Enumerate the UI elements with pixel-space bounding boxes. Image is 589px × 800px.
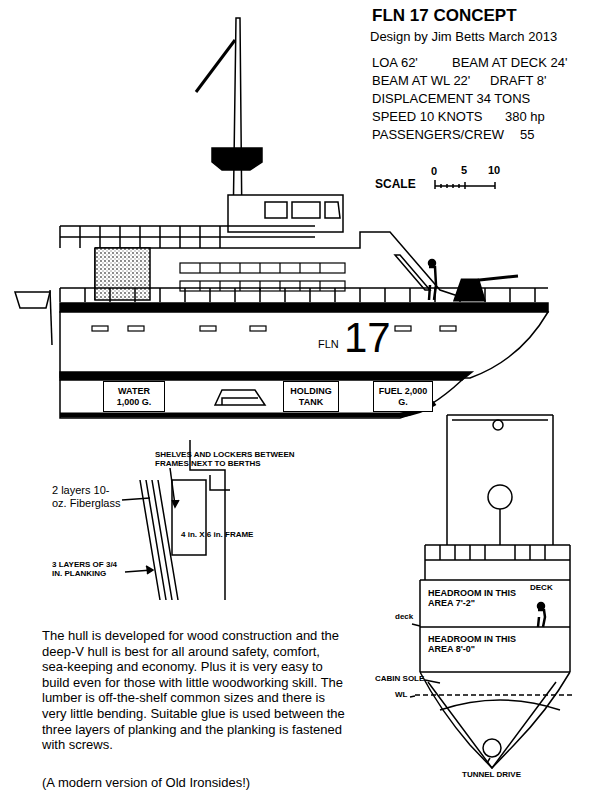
designer-credit: Design by Jim Betts March 2013	[370, 30, 557, 45]
scale-number: 10	[488, 164, 500, 177]
tank-label: WATER 1,000 G.	[106, 386, 162, 407]
spec: PASSENGERS/CREW	[372, 128, 504, 143]
title: FLN 17 CONCEPT	[372, 6, 517, 26]
tank-box: FUEL 2,000 G.	[373, 381, 433, 412]
spec: DISPLACEMENT 34 TONS	[372, 92, 530, 107]
note: (A modern version of Old Ironsides!)	[42, 776, 250, 791]
scale-label: SCALE	[375, 178, 416, 192]
section-label: TUNNEL DRIVE	[462, 770, 521, 779]
callout-note: SHELVES AND LOCKERS BETWEEN FRAMES NEXT …	[155, 450, 315, 468]
scale-number: 0	[431, 165, 437, 178]
callout-note: 3 LAYERS OF 3/4 IN. PLANKING	[52, 560, 127, 578]
spec: LOA 62'	[372, 56, 418, 71]
spec: 55	[520, 128, 534, 143]
description-paragraph: The hull is developed for wood construct…	[42, 628, 347, 753]
scale-number: 5	[461, 164, 467, 177]
section-label: DECK	[530, 583, 553, 592]
hull-number: 17	[344, 314, 391, 362]
spec: SPEED 10 KNOTS	[372, 110, 483, 125]
section-label: deck	[395, 612, 413, 621]
tank-box: HOLDING TANK	[283, 381, 339, 412]
section-label: CABIN SOLE	[375, 674, 424, 683]
area-note: HEADROOM IN THIS AREA 8'-0"	[428, 634, 523, 655]
callout-note: 2 layers 10-oz. Fiberglass	[52, 484, 122, 509]
area-note: HEADROOM IN THIS AREA 7'-2"	[428, 588, 523, 609]
tank-label: FUEL 2,000 G.	[376, 386, 430, 407]
spec: BEAM AT WL 22'	[372, 74, 470, 89]
section-label: WL	[395, 690, 407, 699]
tank-label: HOLDING TANK	[286, 386, 336, 407]
spec: BEAM AT DECK 24'	[452, 56, 567, 71]
spec: DRAFT 8'	[490, 74, 546, 89]
callout-note: 4 in. X 6 in. FRAME	[181, 530, 253, 539]
tank-box: WATER 1,000 G.	[103, 381, 165, 412]
hull-marking: FLN	[318, 338, 339, 351]
spec: 380 hp	[505, 110, 545, 125]
